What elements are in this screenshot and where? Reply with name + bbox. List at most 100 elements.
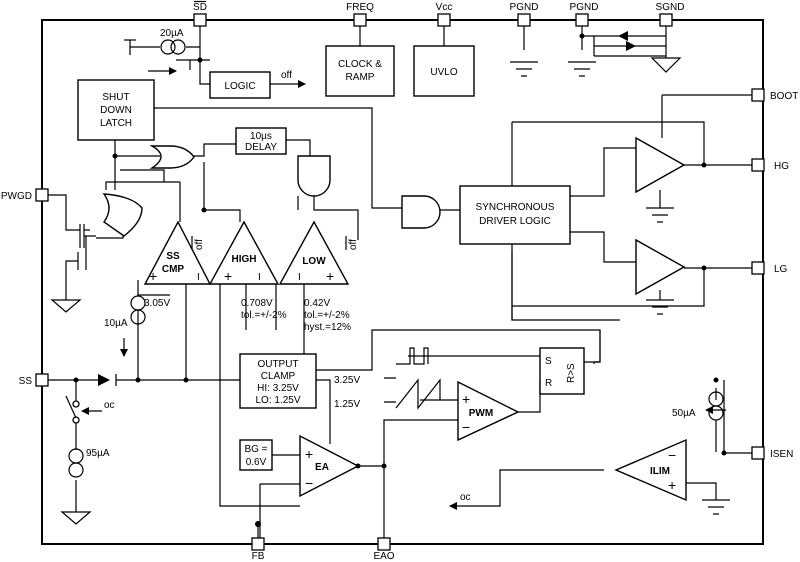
src-50ua-label: 50µA — [672, 408, 696, 419]
high-side-driver — [635, 136, 686, 194]
shutdown-label-3: LATCH — [100, 118, 132, 129]
v305-label: 3.05V — [144, 298, 170, 309]
pin-label-hg: HG — [774, 161, 789, 172]
sr-s-label: S — [545, 356, 552, 367]
low-side-driver — [635, 238, 686, 296]
logic-label: LOGIC — [224, 81, 255, 92]
off-label-2: off — [194, 239, 205, 250]
pwm-comparator — [457, 380, 520, 442]
and-gate-1 — [297, 155, 331, 197]
high-thresh-1: 0.708V — [241, 298, 273, 309]
ss-comparator — [143, 220, 212, 285]
oc-switch — [65, 395, 80, 424]
pin-label-pgnd-1: PGND — [510, 2, 539, 13]
junction-dots — [73, 33, 727, 527]
ilim-label: ILIM — [650, 466, 670, 477]
shutdown-latch-block — [77, 79, 155, 141]
low-thresh-1: 0.42V — [304, 298, 330, 309]
pin-ss — [35, 373, 49, 387]
pin-hg — [751, 158, 765, 172]
high-thresh-2: tol.=+/-2% — [241, 310, 287, 321]
annotations: 20µA off off 3.05V 0.708V tol.=+/-2% 0.4… — [86, 28, 696, 503]
pin-lg — [751, 261, 765, 275]
clamp-label-3: HI: 3.25V — [257, 383, 299, 394]
high-bar: I — [258, 272, 261, 283]
low-plus: + — [326, 268, 334, 284]
pin-pgnd-2 — [575, 13, 589, 27]
or-gate-2 — [102, 193, 143, 237]
output-clamp-block — [239, 353, 317, 409]
oc-label-2: oc — [460, 492, 471, 503]
diode-icons — [98, 31, 636, 386]
pin-label-boot: BOOT — [770, 91, 798, 102]
pin-label-pwgd: PWGD — [1, 191, 32, 202]
src-95ua-label: 95µA — [86, 448, 110, 459]
sync-label-2: DRIVER LOGIC — [479, 216, 551, 227]
mosfet-icon — [79, 224, 96, 248]
ea-minus: − — [305, 475, 313, 491]
delay-label-1: 10µs — [250, 131, 272, 142]
ss-cmp-label-1: SS — [166, 251, 180, 262]
ea-plus: + — [305, 446, 313, 462]
ilim-minus: − — [668, 447, 676, 463]
high-label: HIGH — [232, 254, 257, 265]
chip-outline — [41, 19, 764, 545]
and-gate-2 — [401, 195, 441, 229]
pwm-label: PWM — [469, 408, 493, 419]
pins — [35, 13, 765, 551]
low-bar: I — [298, 272, 301, 283]
src-10ua-label: 10µA — [104, 318, 128, 329]
ea-amplifier — [299, 434, 360, 498]
clamp-label-2: CLAMP — [261, 371, 296, 382]
clock-label-2: RAMP — [346, 72, 375, 83]
current-source-icons — [68, 39, 724, 478]
shutdown-label-1: SHUT — [102, 92, 129, 103]
pin-label-ss: SS — [19, 376, 33, 387]
low-thresh-2: tol.=+/-2% — [304, 310, 350, 321]
sr-mid-label: R>S — [566, 363, 577, 383]
uvlo-block — [413, 45, 475, 97]
pin-pgnd-1 — [517, 13, 531, 27]
pin-eao — [377, 537, 391, 551]
off-label-1: off — [281, 70, 292, 81]
delay-block — [235, 127, 287, 155]
pin-label-vcc: Vcc — [436, 2, 453, 13]
sync-label-1: SYNCHRONOUS — [476, 202, 555, 213]
pin-fb — [251, 537, 265, 551]
pin-label-sd: SD — [193, 2, 207, 13]
off-label-3: off — [348, 239, 359, 250]
uvlo-label: UVLO — [430, 67, 457, 78]
src-20ua-label: 20µA — [160, 28, 184, 39]
bg-label-2: 0.6V — [246, 457, 267, 468]
high-comparator — [208, 220, 280, 285]
high-plus: + — [224, 268, 232, 284]
clamp-label-4: LO: 1.25V — [255, 395, 300, 406]
sawtooth-icon — [395, 378, 441, 410]
v125-label: 1.25V — [334, 399, 360, 410]
ground-icons — [50, 39, 730, 525]
pin-freq — [353, 13, 367, 27]
shutdown-label-2: DOWN — [100, 105, 132, 116]
pin-boot — [751, 88, 765, 102]
v325-label: 3.25V — [334, 375, 360, 386]
pin-label-eao: EAO — [373, 551, 394, 562]
pin-pwgd — [35, 188, 49, 202]
pin-label-isen: ISEN — [770, 449, 793, 460]
pin-label-lg: LG — [774, 264, 788, 275]
pin-label-sgnd: SGND — [656, 2, 685, 13]
pin-sd — [193, 13, 207, 27]
ss-bar: I — [197, 272, 200, 283]
ss-plus: + — [149, 268, 157, 284]
ilim-plus: + — [668, 477, 676, 493]
delay-label-2: DELAY — [245, 142, 277, 153]
sync-driver-block — [459, 185, 571, 245]
low-comparator — [278, 220, 350, 285]
sr-r-label: R — [545, 378, 552, 389]
oc-label-1: oc — [104, 400, 115, 411]
low-thresh-3: hyst.=12% — [304, 322, 351, 333]
clamp-label-1: OUTPUT — [257, 359, 298, 370]
ea-label: EA — [315, 462, 329, 473]
pin-isen — [751, 446, 765, 460]
